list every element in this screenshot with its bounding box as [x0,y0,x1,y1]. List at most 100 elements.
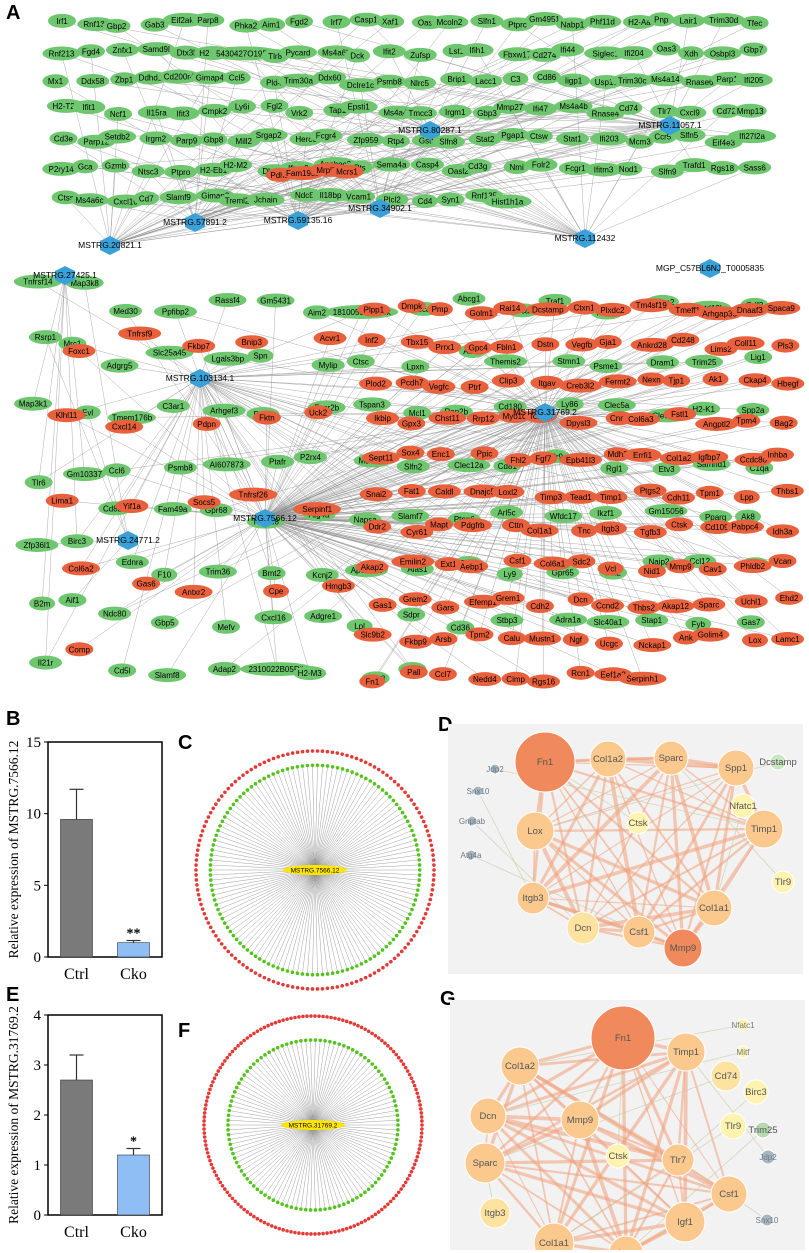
circle-f-red-node [301,1231,305,1236]
network-a-edge [264,517,659,562]
circle-c-green-node [359,962,364,966]
network-a-node-tjp1: Tjp1 [662,373,691,388]
circle-f-green-node [294,1206,298,1211]
circle-c-green-node [408,912,412,916]
network-a-node-chst11: Chst11 [428,410,467,425]
svg-text:Cd3e: Cd3e [54,134,74,143]
ppi-g-node-timp1: Timp1 [666,1032,706,1072]
network-a-edge [544,411,618,455]
circle-f-green-node [242,1173,247,1177]
svg-text:Ccnd2: Ccnd2 [596,601,620,610]
circle-c-edge [314,804,397,871]
circle-f-green-node [248,1180,253,1185]
network-a-edge [109,200,238,246]
network-a-node-ccl7: Ccl7 [428,667,457,682]
network-a-node-ifi205: Ifi205 [734,72,773,87]
circle-c-red-node [425,829,430,833]
svg-text:Zufsp: Zufsp [410,51,431,60]
svg-text:Ngf: Ngf [570,636,583,645]
network-a-node-aim1: Aim1 [257,17,286,32]
circle-f-red-node [309,1232,313,1236]
svg-text:Tnfrsf14: Tnfrsf14 [23,278,53,287]
network-a-node-foxc1: Foxc1 [62,343,96,358]
circle-c-edge [314,869,323,975]
circle-f-red-node [255,1029,260,1034]
circle-f-green-node [396,1118,400,1122]
circle-c-edge [222,869,316,919]
network-a-edge [109,77,211,246]
circle-c-red-node [195,883,199,887]
circle-f-edge [312,1124,392,1159]
svg-text:Psmb8: Psmb8 [377,78,402,87]
svg-text:Dpysl3: Dpysl3 [566,419,591,428]
network-a-hub-mstrg-103134-1: MSTRG.103134.1 [166,369,235,388]
svg-text:Fgd4: Fgd4 [82,47,101,56]
circle-c-green-node [220,819,225,824]
circle-f-red-node [269,1022,274,1026]
svg-text:Lamc1: Lamc1 [776,635,801,644]
bar-b-ytick-label: 10 [26,807,41,823]
svg-text:Il15ra: Il15ra [147,108,168,117]
circle-c-red-node [290,751,295,755]
svg-text:Gab3: Gab3 [145,21,165,30]
circle-f-edge [291,1042,314,1126]
ppi-g-edge [626,1159,680,1250]
circle-f-green-node [363,1190,367,1195]
ppi-g-edge [579,1119,686,1223]
circle-f-red-node [208,1087,212,1092]
ppi-g-node-sparc: Sparc [464,1142,506,1184]
network-a-hub-mgp-c57bl6nj-t0005835: MGP_C57BL6NJ_T0005835 [656,259,764,278]
circle-c-edge [314,869,408,919]
circle-c-red-node [335,985,340,989]
svg-text:Ly9: Ly9 [504,570,517,579]
network-a-edge [450,199,586,239]
svg-text:Timp1: Timp1 [751,824,777,835]
network-a-node-col1a1: Col1a1 [520,523,559,538]
circle-c-green-node [380,948,385,952]
svg-text:Mustn1: Mustn1 [529,635,556,644]
network-a-node-cd74: Cd74 [614,100,643,115]
svg-text:Csf1: Csf1 [719,1189,739,1200]
svg-text:Ctsk: Ctsk [671,520,688,529]
circle-c-red-node [202,912,207,916]
circle-f-red-node [203,1107,207,1111]
svg-text:Gm10337: Gm10337 [67,470,103,479]
network-a-node-timp1: Timp1 [594,490,628,505]
circle-c-edge [314,789,383,871]
svg-text:Mapt: Mapt [430,520,449,529]
svg-text:Rai14: Rai14 [499,304,520,313]
svg-text:Oas3: Oas3 [657,44,677,53]
circle-f-red-node [399,1187,403,1191]
svg-text:Rnase6: Rnase6 [686,78,714,87]
network-a-edge [264,517,485,680]
circle-c-red-node [372,971,377,975]
circle-c-green-node [216,907,220,912]
network-a-node-cd86: Cd86 [532,69,561,84]
svg-text:Itgb3: Itgb3 [522,893,543,904]
circle-c-red-node [195,848,200,852]
svg-text:Stat2: Stat2 [476,135,495,144]
ppi-g-node-trim25: Trim25 [748,1121,778,1139]
circle-c-edge [314,869,413,910]
circle-f-edge [312,1040,316,1126]
svg-text:Fbxw17: Fbxw17 [503,50,532,59]
network-a-edge [96,141,299,221]
bar-b-ytick-label: 5 [34,878,42,894]
svg-text:Jdp2: Jdp2 [486,765,504,774]
circle-f-red-node [259,1027,263,1032]
circle-c-red-node [194,858,199,862]
svg-text:Timp1: Timp1 [600,493,622,502]
network-a-node-fbln1: Fbln1 [489,339,523,354]
network-a-node-parp9: Parp9 [170,133,204,148]
network-a-edge [199,377,254,495]
network-a-node-lox: Lox [742,633,769,648]
network-a-node-comp: Comp [65,642,94,657]
bar-e-ytick-label: 4 [34,1008,42,1024]
circle-network-c: MSTRG.7566.12 [194,749,436,991]
svg-text:Phf11d: Phf11d [590,18,615,27]
network-a-node-tpm4: Tpm4 [732,413,761,428]
circle-c-green-node [280,967,285,972]
circle-f-green-node [245,1177,249,1181]
circle-c-edge [314,869,333,974]
circle-c-green-node [214,902,219,907]
